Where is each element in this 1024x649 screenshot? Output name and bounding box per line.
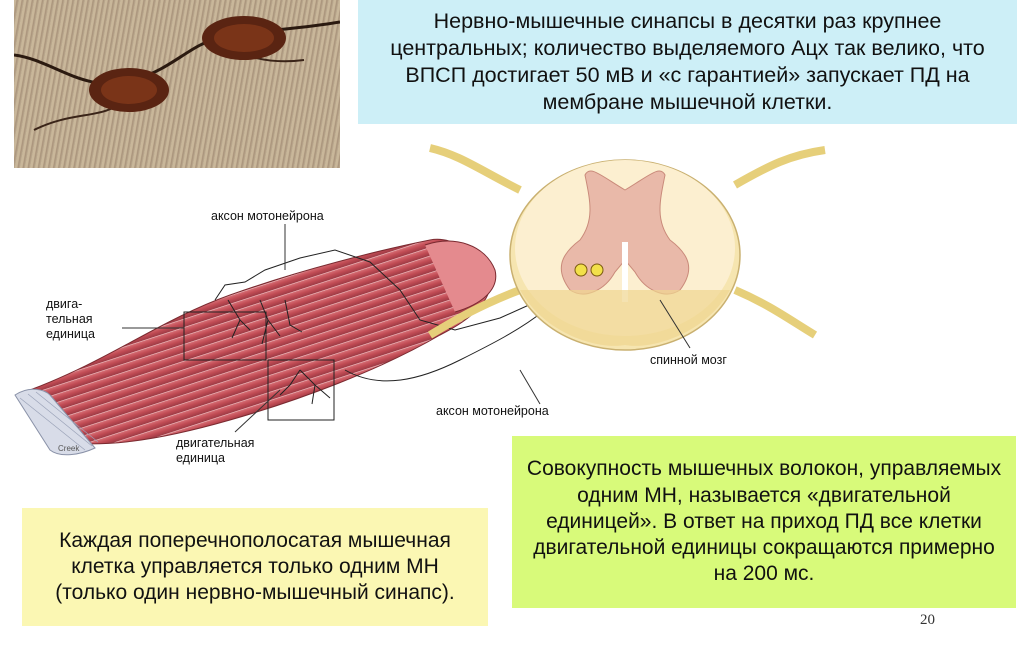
page-number: 20 — [920, 612, 935, 629]
right-info-text: Совокупность мышечных волокон, управляем… — [526, 456, 1002, 587]
label-motor-unit-left: двига- тельная единица — [46, 297, 95, 342]
right-info-box: Совокупность мышечных волокон, управляем… — [512, 436, 1016, 608]
label-axon-top: аксон мотонейрона — [211, 209, 324, 224]
label-motor-unit-left-line2: тельная — [46, 312, 95, 327]
artist-signature: Creek — [58, 444, 79, 453]
label-motor-unit-bottom: двигательная единица — [176, 436, 254, 466]
label-motor-unit-bottom-line1: двигательная — [176, 436, 254, 451]
label-motor-unit-left-line3: единица — [46, 327, 95, 342]
label-spinal-cord: спинной мозг — [650, 353, 727, 368]
left-info-box: Каждая поперечнополосатая мышечная клетк… — [22, 508, 488, 626]
label-motor-unit-left-line1: двига- — [46, 297, 95, 312]
spinal-cord-illustration — [430, 148, 825, 350]
label-axon-bottom: аксон мотонейрона — [436, 404, 549, 419]
label-motor-unit-bottom-line2: единица — [176, 451, 254, 466]
muscle-illustration — [15, 239, 496, 454]
left-info-text: Каждая поперечнополосатая мышечная клетк… — [42, 528, 468, 607]
